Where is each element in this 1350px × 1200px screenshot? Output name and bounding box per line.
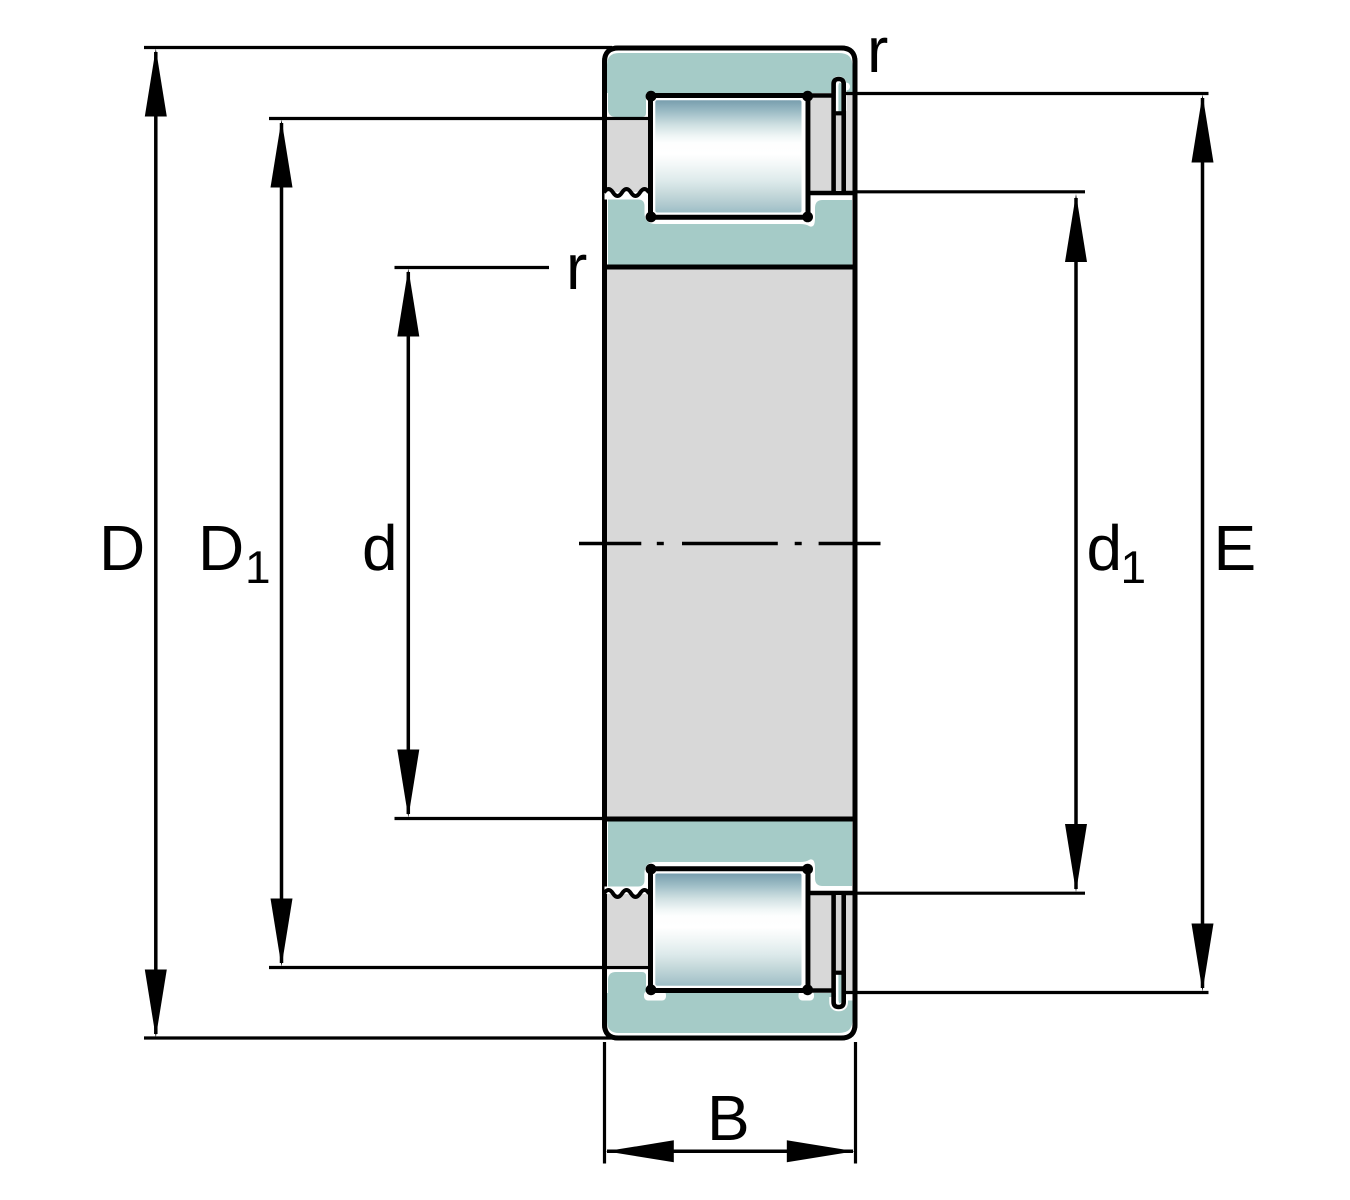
svg-text:1: 1 [245, 541, 271, 593]
svg-text:D: D [99, 512, 145, 584]
svg-text:d: d [1087, 512, 1123, 584]
svg-text:D: D [198, 512, 244, 584]
svg-text:r: r [566, 231, 587, 303]
svg-text:r: r [867, 14, 888, 86]
svg-text:d: d [362, 512, 398, 584]
svg-text:B: B [707, 1082, 750, 1154]
svg-text:1: 1 [1121, 541, 1147, 593]
svg-text:E: E [1214, 512, 1257, 584]
